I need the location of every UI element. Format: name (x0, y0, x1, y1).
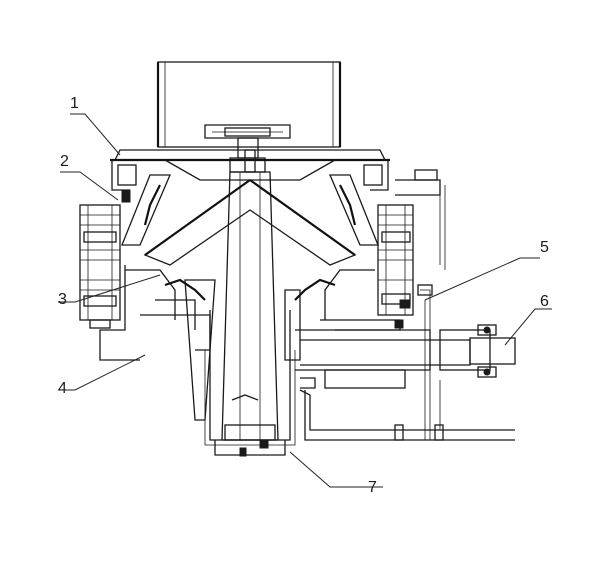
callout-label-6: 6 (540, 293, 549, 310)
bowl-liner (121, 174, 379, 246)
callout-label-4: 4 (58, 380, 67, 397)
spring-assembly-left (79, 204, 121, 329)
callout-line-6 (504, 308, 552, 346)
callout-label-1: 1 (70, 95, 79, 112)
callout-line-1 (70, 113, 121, 156)
mantle (143, 179, 357, 266)
lower-housing (204, 310, 296, 456)
callout-label-2: 2 (60, 153, 69, 170)
callout-label-3: 3 (58, 291, 67, 308)
callout-labels: 1 2 3 4 5 6 7 (58, 95, 549, 496)
upper-frame (110, 149, 390, 191)
spring-assembly-right (377, 204, 414, 316)
callout-lines (58, 113, 552, 488)
feed-plate (204, 124, 291, 173)
feed-hopper (156, 61, 342, 148)
callout-line-2 (60, 171, 119, 201)
drive-shaft (439, 324, 516, 378)
callout-line-4 (58, 354, 146, 391)
callout-line-7 (289, 451, 383, 488)
callout-label-5: 5 (540, 239, 549, 256)
callout-line-5 (424, 257, 540, 301)
countershaft-housing (295, 329, 471, 389)
callout-line-3 (58, 274, 161, 303)
fastener-details (121, 189, 411, 457)
callout-label-7: 7 (368, 479, 377, 496)
lubrication-pipe (299, 169, 515, 441)
